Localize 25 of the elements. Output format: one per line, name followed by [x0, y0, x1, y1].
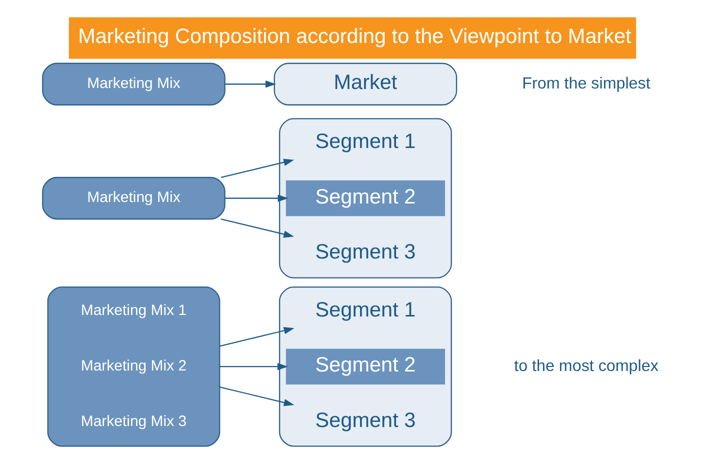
node-text: Marketing Mix 2	[80, 358, 187, 375]
node-text: Marketing Mix 3	[80, 412, 187, 430]
node-box: Marketing Mix	[42, 176, 226, 220]
diagram-title: Marketing Composition according to the Viewpoint to Market	[78, 25, 632, 48]
node-box: Segment 2	[286, 348, 446, 384]
node-text: Segment 3	[315, 409, 416, 432]
label: From the simplest	[522, 74, 650, 92]
arrow	[224, 80, 276, 88]
node-box: Segment 2	[286, 180, 446, 216]
cluster	[279, 286, 452, 447]
node-text: Marketing Mix 1	[80, 302, 187, 320]
arrow	[219, 386, 294, 406]
node-text: Segment 1	[315, 298, 416, 322]
arrow	[220, 327, 294, 347]
node-box: Marketing Mix	[42, 62, 226, 106]
arrow	[220, 362, 288, 370]
node-text: Segment 1	[315, 130, 416, 153]
cluster	[47, 286, 220, 447]
arrow	[220, 218, 294, 238]
arrow	[220, 158, 294, 178]
cluster	[279, 118, 452, 278]
label: to the most complex	[514, 356, 658, 375]
node-text: Segment 3	[315, 240, 416, 264]
node-box: Market	[274, 62, 458, 106]
arrow	[224, 194, 288, 202]
